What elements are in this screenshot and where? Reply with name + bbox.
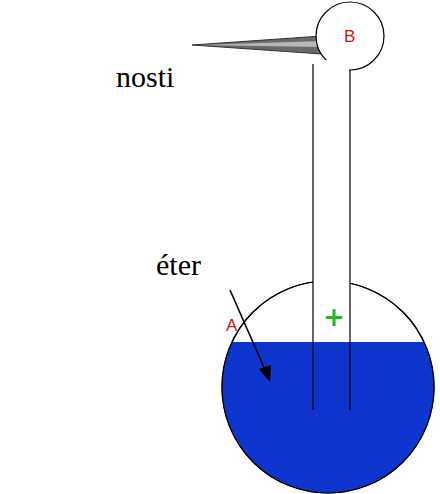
- spout: [192, 36, 322, 54]
- plus-sign: +: [323, 304, 345, 330]
- ether-liquid: [200, 342, 440, 494]
- bulb: [316, 2, 384, 70]
- tube-wall: [349, 64, 350, 410]
- region-label: B: [344, 28, 355, 45]
- tube-wall: [312, 64, 313, 410]
- region-label: A: [226, 317, 237, 334]
- arrow-head: [259, 365, 271, 382]
- tube: [313, 60, 350, 342]
- substance-label: éter: [156, 250, 201, 280]
- spout-highlight: [200, 41, 322, 47]
- text-fragment: nosti: [116, 62, 174, 92]
